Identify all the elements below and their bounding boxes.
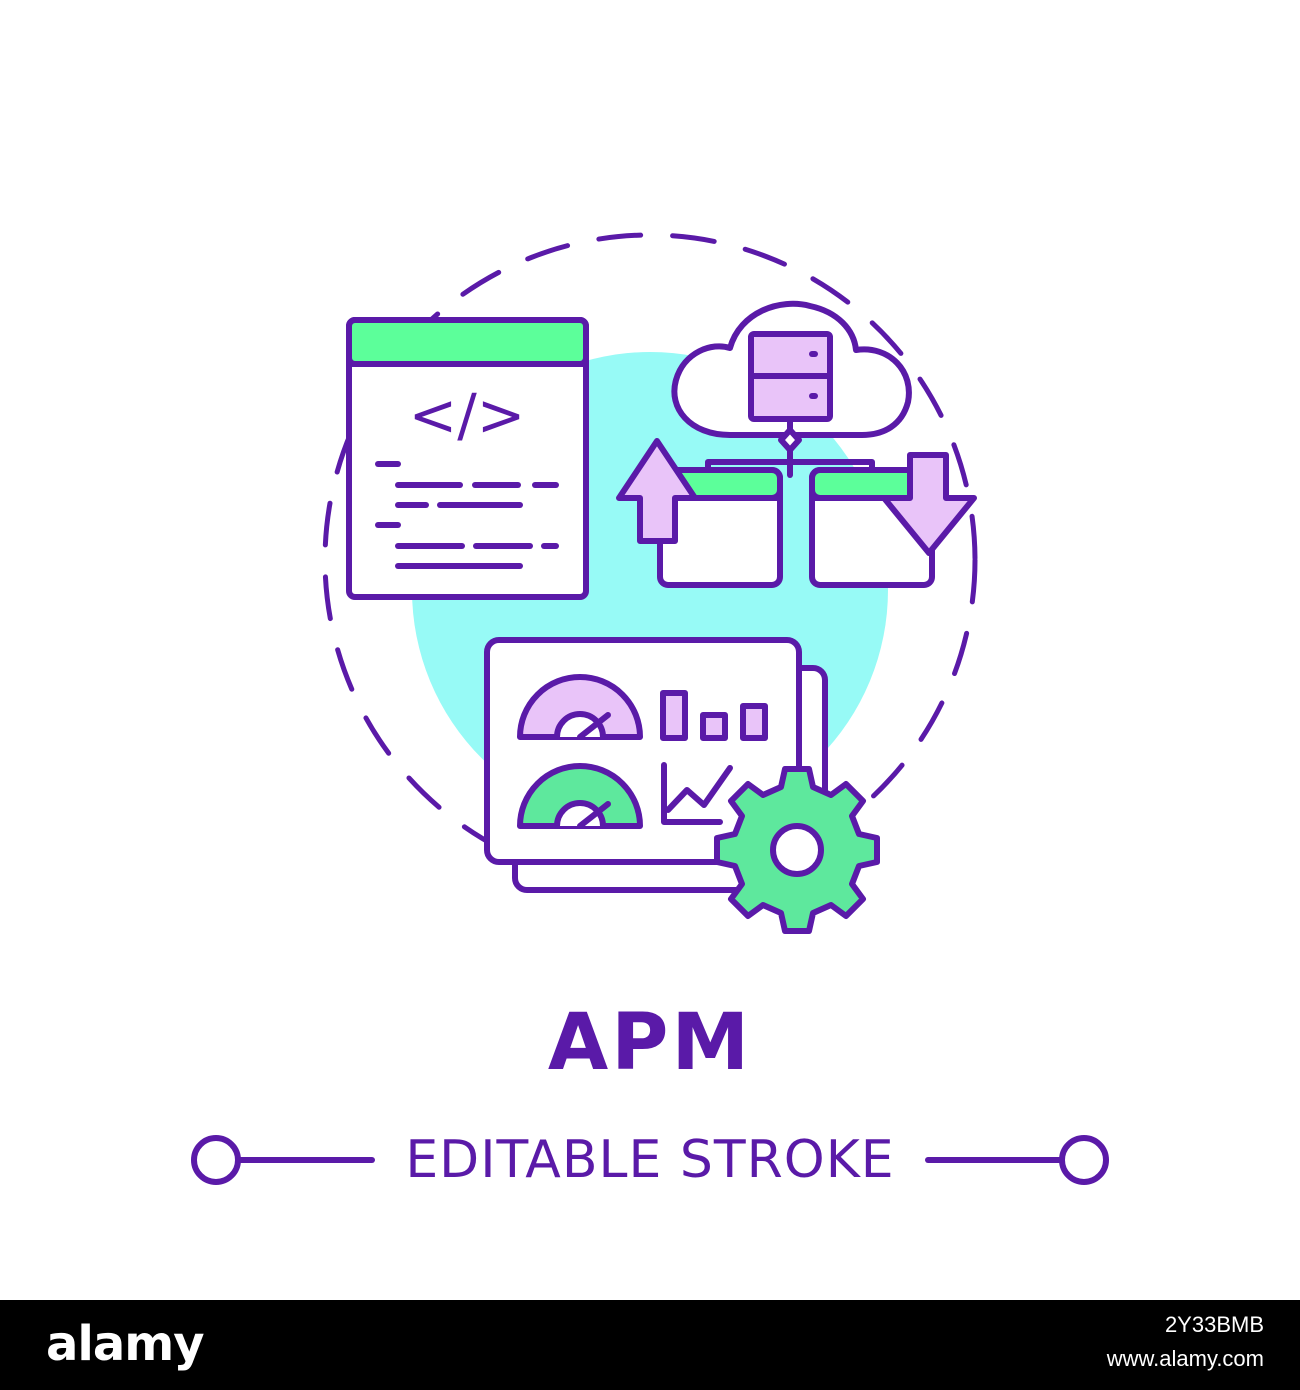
site-url: www.alamy.com	[1106, 1346, 1264, 1371]
gear-icon	[714, 766, 880, 934]
image-id: 2Y33BMB	[1164, 1312, 1264, 1337]
apm-illustration: </>	[191, 232, 1109, 1185]
page-title: APM	[547, 998, 753, 1088]
download-arrow-icon	[809, 452, 977, 588]
code-window-icon: </>	[346, 317, 589, 600]
alamy-logo: alamy	[46, 1316, 205, 1372]
cloud-server-icon	[671, 300, 912, 478]
dashed-circle	[322, 232, 978, 888]
code-symbol: </>	[409, 381, 526, 449]
subtitle: EDITABLE STROKE	[405, 1130, 895, 1190]
stock-info: 2Y33BMB www.alamy.com	[1107, 1312, 1264, 1372]
subtitle-ornament-right	[925, 1135, 1109, 1185]
upload-arrow-icon	[616, 438, 783, 588]
watermark-footer: alamy 2Y33BMB www.alamy.com	[0, 1300, 1300, 1390]
subtitle-ornament-left	[191, 1135, 375, 1185]
